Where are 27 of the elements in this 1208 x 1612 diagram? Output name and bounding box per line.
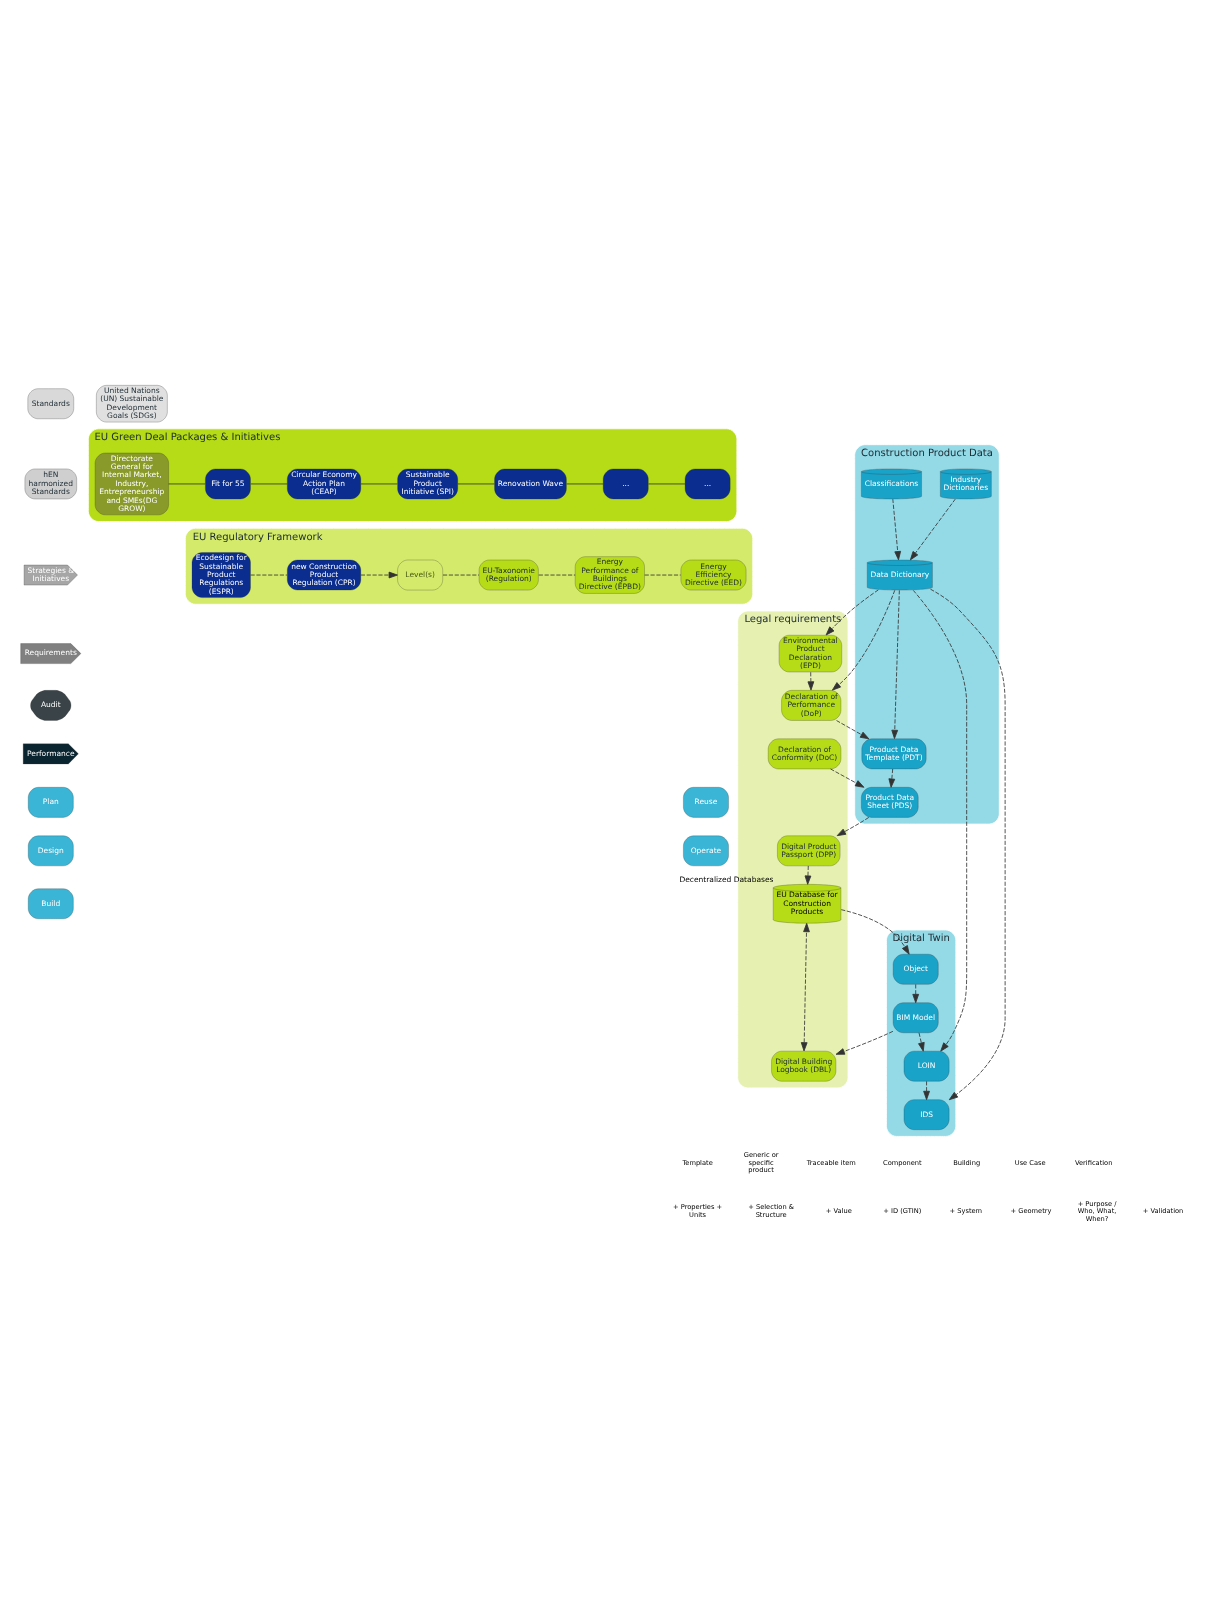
arrow [825,589,879,636]
arrow [830,768,865,788]
arrow [910,498,956,561]
connector [566,483,604,485]
arrow [360,571,398,579]
arrow [930,588,1006,1101]
connector [648,483,686,485]
arrow [835,1030,894,1055]
connector [250,483,288,485]
arrow [804,865,812,885]
arrow [836,720,870,740]
arrow [891,589,900,739]
arrow [831,589,896,691]
connector [250,574,288,576]
arrow [912,984,920,1004]
arrow [888,768,896,788]
arrow [807,671,815,691]
connector [457,483,495,485]
arrow [892,498,902,561]
arrow [912,590,968,1052]
arrow [840,909,910,955]
connector [360,483,398,485]
arrow [918,1032,925,1052]
connector [168,483,206,485]
arrow [836,817,870,837]
arrow [923,1080,930,1101]
arrow [800,922,810,1052]
